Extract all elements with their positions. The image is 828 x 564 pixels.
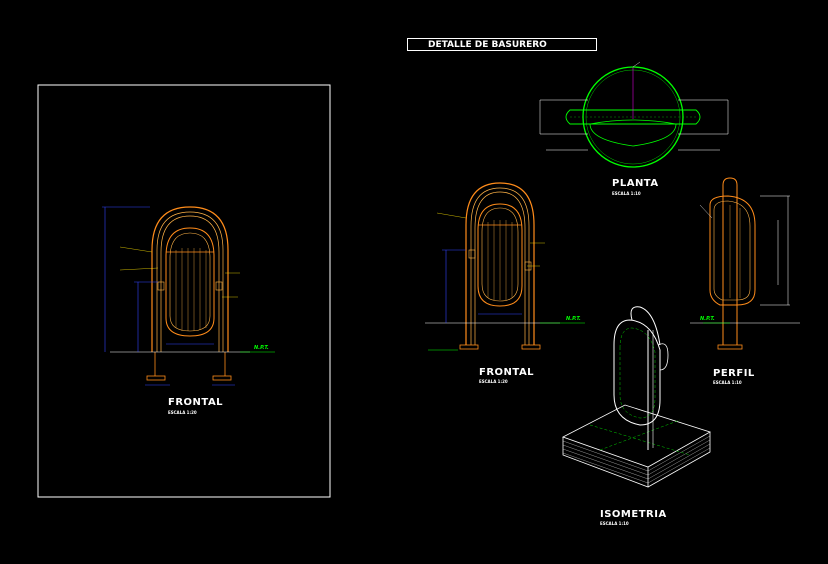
perfil-label: PERFIL (713, 368, 755, 379)
perfil-scale: ESCALA 1:10 (713, 380, 742, 385)
npt-perfil-mark: N.P.T. (700, 316, 715, 322)
drawing-title: DETALLE DE BASURERO (407, 38, 597, 51)
npt-left-mark: N.P.T. (254, 345, 269, 351)
planta-scale: ESCALA 1:10 (612, 191, 641, 196)
perfil-view (690, 177, 800, 350)
frontal-left-label: FRONTAL (168, 397, 224, 408)
npt-right-mark: N.P.T. (566, 316, 581, 322)
isometria-scale: ESCALA 1:10 (600, 521, 629, 526)
planta-label: PLANTA (612, 178, 659, 189)
left-sheet-frame (37, 84, 331, 498)
frontal-left-view (102, 206, 275, 386)
isometria-view (561, 306, 711, 488)
planta-view (539, 61, 729, 168)
frontal-right-view (425, 182, 585, 351)
isometria-label: ISOMETRIA (600, 509, 667, 520)
frontal-left-scale: ESCALA 1:20 (168, 410, 197, 415)
frontal-right-scale: ESCALA 1:20 (479, 379, 508, 384)
frontal-right-label: FRONTAL (479, 367, 535, 378)
